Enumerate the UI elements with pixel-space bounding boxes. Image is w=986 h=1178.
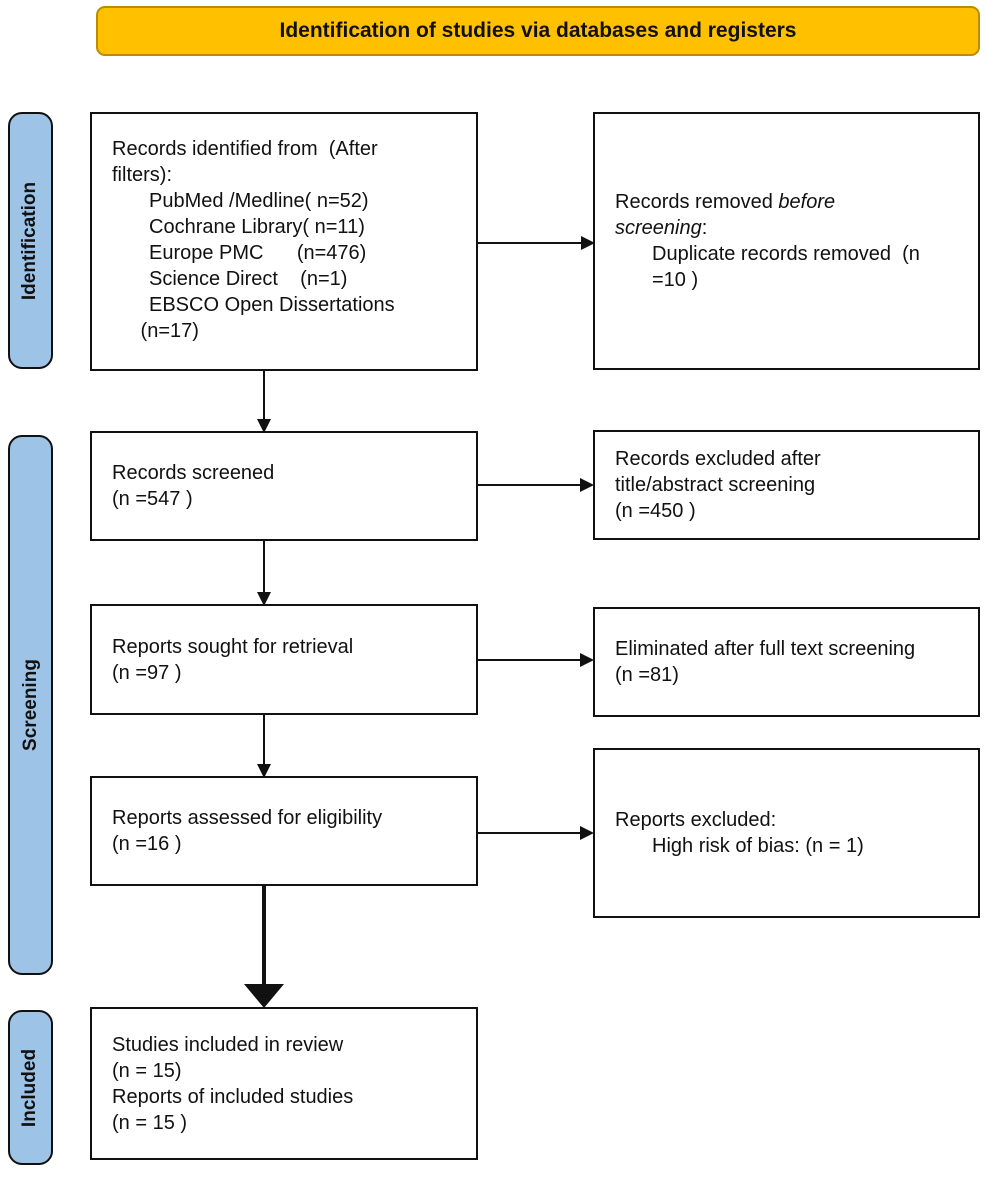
box-line-text-italic: screening [615,217,702,239]
arrow-identified-to-removed [478,236,595,250]
box-line: (n = 15) [112,1059,182,1082]
stage-included-label: Included [19,1048,41,1127]
box-line: Duplicate records removed (n [652,243,920,265]
box-records-identified: Records identified from (After filters):… [90,112,478,371]
box-line: =10 ) [652,269,699,291]
arrow-assessed-to-reports-excluded [478,826,594,840]
box-line: Records removed before [615,189,966,215]
box-line: title/abstract screening [615,474,816,496]
box-line: (n =450 ) [615,500,696,522]
arrow-sought-to-eliminated [478,653,594,667]
box-line-text: Records removed [615,191,779,213]
box-line: PubMed /Medline( n=52) [149,190,369,212]
stage-screening: Screening [8,435,53,975]
box-line: (n=17) [135,320,199,342]
banner-title: Identification of studies via databases … [96,6,980,56]
banner-title-label: Identification of studies via databases … [279,19,797,42]
box-line: Reports sought for retrieval [112,635,354,658]
arrow-assessed-to-included [244,886,284,1008]
stage-screening-label: Screening [19,659,41,751]
box-records-excluded-title-abstract: Records excluded after title/abstract sc… [593,430,980,540]
box-line-text-italic: before [778,191,836,213]
box-line: Cochrane Library( n=11) [149,216,365,238]
stage-identification: Identification [8,112,53,369]
box-line: Reports of included studies [112,1085,354,1108]
box-line: Eliminated after full text screening [615,638,916,660]
box-line: filters): [112,164,172,186]
box-reports-sought: Reports sought for retrieval (n =97 ) [90,604,478,715]
box-line: Reports assessed for eligibility [112,807,383,829]
box-line: High risk of bias: (n = 1) [652,835,864,857]
arrow-screened-to-sought [257,541,271,606]
arrow-screened-to-excluded [478,478,594,492]
box-line: (n =547 ) [112,488,193,510]
stage-included: Included [8,1010,53,1165]
box-line: Europe PMC (n=476) [149,242,367,264]
box-records-removed: Records removed before screening: Duplic… [593,112,980,370]
box-line: Records identified from (After [112,138,378,160]
box-eliminated-full-text: Eliminated after full text screening (n … [593,607,980,717]
arrow-identified-to-screened [257,371,271,433]
arrow-sought-to-assessed [257,715,271,778]
box-line: (n =97 ) [112,661,182,684]
box-line: Studies included in review [112,1033,344,1056]
box-line-text: : [701,217,708,239]
box-line: (n =16 ) [112,833,182,855]
box-reports-assessed: Reports assessed for eligibility (n =16 … [90,776,478,886]
box-line: Science Direct (n=1) [149,268,348,290]
box-line: Records excluded after [615,448,821,470]
box-studies-included: Studies included in review (n = 15) Repo… [90,1007,478,1160]
box-line: (n = 15 ) [112,1111,188,1134]
box-line: EBSCO Open Dissertations [149,294,395,316]
box-line: Records screened [112,462,275,484]
box-line: (n =81) [615,664,679,686]
stage-identification-label: Identification [19,181,41,300]
box-line: screening: [615,215,966,241]
box-records-screened: Records screened (n =547 ) [90,431,478,541]
box-reports-excluded: Reports excluded: High risk of bias: (n … [593,748,980,918]
box-line: Reports excluded: [615,809,777,831]
